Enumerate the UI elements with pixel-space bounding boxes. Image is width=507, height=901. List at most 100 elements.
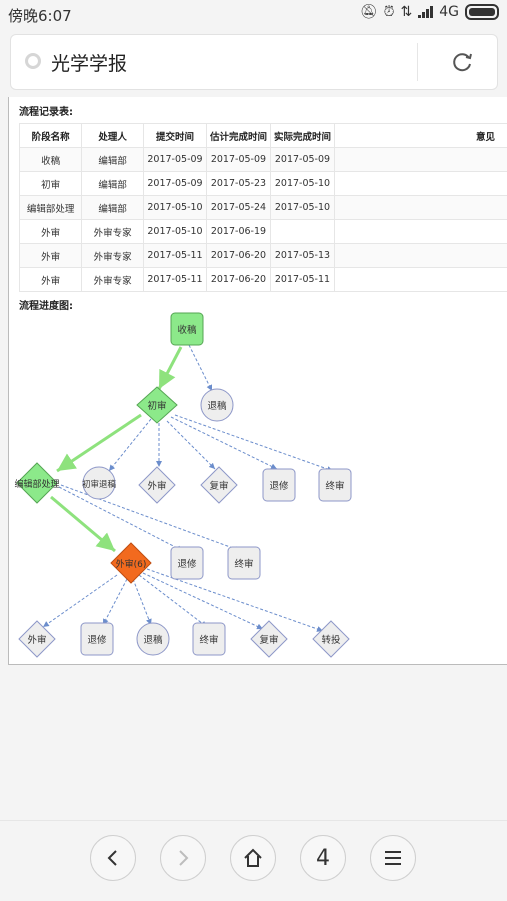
address-bar[interactable]: 光学学报 <box>10 34 498 90</box>
edge-initial-initialreturn <box>109 419 151 471</box>
table-cell: 2017-05-09 <box>270 148 334 172</box>
alarm-icon: ⏰︎ <box>384 4 395 20</box>
chevron-right-icon <box>174 849 192 867</box>
table-cell: 2017-06-19 <box>206 220 270 244</box>
table-cell: 2017-05-10 <box>270 172 334 196</box>
page-title[interactable]: 光学学报 <box>51 49 127 76</box>
node-label: 退稿 <box>143 634 163 646</box>
table-cell <box>334 268 507 292</box>
table-cell: 2017-05-10 <box>270 196 334 220</box>
table-header: 意见 <box>334 124 507 148</box>
signal-icon <box>418 6 433 18</box>
edge-ext-return2 <box>133 579 151 625</box>
table-cell <box>334 196 507 220</box>
table-cell: 外审专家 <box>82 220 144 244</box>
table-cell: 编辑部处理 <box>20 196 82 220</box>
record-title: 流程记录表: <box>19 103 73 118</box>
table-cell: 外审 <box>20 268 82 292</box>
node-label: 终审 <box>234 558 253 570</box>
progress-title: 流程进度图: <box>19 297 73 312</box>
node-label: 退稿 <box>207 400 227 412</box>
node-label: 转投 <box>321 634 341 646</box>
refresh-icon[interactable] <box>449 49 475 75</box>
edge-ext-rereview2 <box>143 573 263 629</box>
node-label: 退修 <box>177 558 197 570</box>
table-cell: 2017-05-11 <box>270 268 334 292</box>
table-header: 处理人 <box>82 124 144 148</box>
table-cell: 2017-05-10 <box>144 220 207 244</box>
node-label: 初审退稿 <box>82 479 117 490</box>
back-button[interactable] <box>90 835 136 881</box>
table-cell: 2017-05-11 <box>144 268 207 292</box>
table-cell: 外审专家 <box>82 244 144 268</box>
table-cell: 2017-06-20 <box>206 268 270 292</box>
table-cell <box>334 244 507 268</box>
table-cell: 外审 <box>20 220 82 244</box>
table-cell: 编辑部 <box>82 172 144 196</box>
chevron-left-icon <box>104 849 122 867</box>
node-label: 外审 <box>27 634 46 646</box>
table-cell: 2017-05-10 <box>144 196 207 220</box>
page-content: 流程记录表: 阶段名称 处理人 提交时间 估计完成时间 实际完成时间 意见 收稿… <box>8 97 507 665</box>
edge-ext-revise3 <box>103 579 127 625</box>
edge-ext-final3 <box>139 575 207 627</box>
edge-editor-external <box>51 497 115 551</box>
battery-icon <box>465 4 499 20</box>
mute-icon: 🔕︎ <box>360 4 378 20</box>
table-cell: 外审专家 <box>82 268 144 292</box>
table-cell: 2017-06-20 <box>206 244 270 268</box>
edge-receive-initial <box>159 347 181 389</box>
node-label: 编辑部处理 <box>14 478 59 490</box>
status-bar: 傍晚6:07 🔕︎ ⏰︎ ⇅ 4G <box>0 0 507 28</box>
table-cell: 编辑部 <box>82 148 144 172</box>
home-icon <box>242 847 264 869</box>
flow-diagram: 收稿 初审 退稿 编辑部处理 初审退稿 外审 复审 退修 终审 <box>9 311 507 663</box>
node-label: 终审 <box>199 634 218 646</box>
forward-button[interactable] <box>160 835 206 881</box>
table-cell: 2017-05-24 <box>206 196 270 220</box>
node-label: 退修 <box>269 480 289 492</box>
node-label: 复审 <box>209 480 228 492</box>
table-cell: 收稿 <box>20 148 82 172</box>
table-cell: 外审 <box>20 244 82 268</box>
table-cell: 编辑部 <box>82 196 144 220</box>
table-cell <box>270 220 334 244</box>
node-label: 复审 <box>259 634 278 646</box>
table-header: 阶段名称 <box>20 124 82 148</box>
table-cell: 2017-05-09 <box>144 148 207 172</box>
table-cell: 2017-05-11 <box>144 244 207 268</box>
table-cell: 2017-05-09 <box>144 172 207 196</box>
data-transfer-icon: ⇅ <box>401 4 413 20</box>
table-header: 估计完成时间 <box>206 124 270 148</box>
status-icons: 🔕︎ ⏰︎ ⇅ 4G <box>360 4 499 20</box>
tab-count: 4 <box>316 846 330 871</box>
node-label: 终审 <box>325 480 344 492</box>
edge-initial-final1 <box>175 415 333 471</box>
node-label: 退修 <box>87 634 107 646</box>
status-time: 傍晚6:07 <box>8 5 72 26</box>
node-label: 初审 <box>147 400 166 412</box>
edge-receive-return <box>189 345 212 391</box>
table-header: 提交时间 <box>144 124 207 148</box>
table-cell <box>334 172 507 196</box>
tabs-button[interactable]: 4 <box>300 835 346 881</box>
edge-initial-rereview1 <box>167 421 215 469</box>
table-cell: 2017-05-23 <box>206 172 270 196</box>
node-label: 收稿 <box>177 324 197 336</box>
loading-icon <box>25 53 41 69</box>
node-label: 外审 <box>147 480 166 492</box>
edge-initial-editor <box>57 415 141 471</box>
table-cell: 2017-05-13 <box>270 244 334 268</box>
home-button[interactable] <box>230 835 276 881</box>
table-header-row: 阶段名称 处理人 提交时间 估计完成时间 实际完成时间 意见 <box>20 124 507 148</box>
node-label: 外审(6) <box>116 558 147 570</box>
menu-button[interactable] <box>370 835 416 881</box>
table-cell: 2017-05-09 <box>206 148 270 172</box>
table-cell: 初审 <box>20 172 82 196</box>
